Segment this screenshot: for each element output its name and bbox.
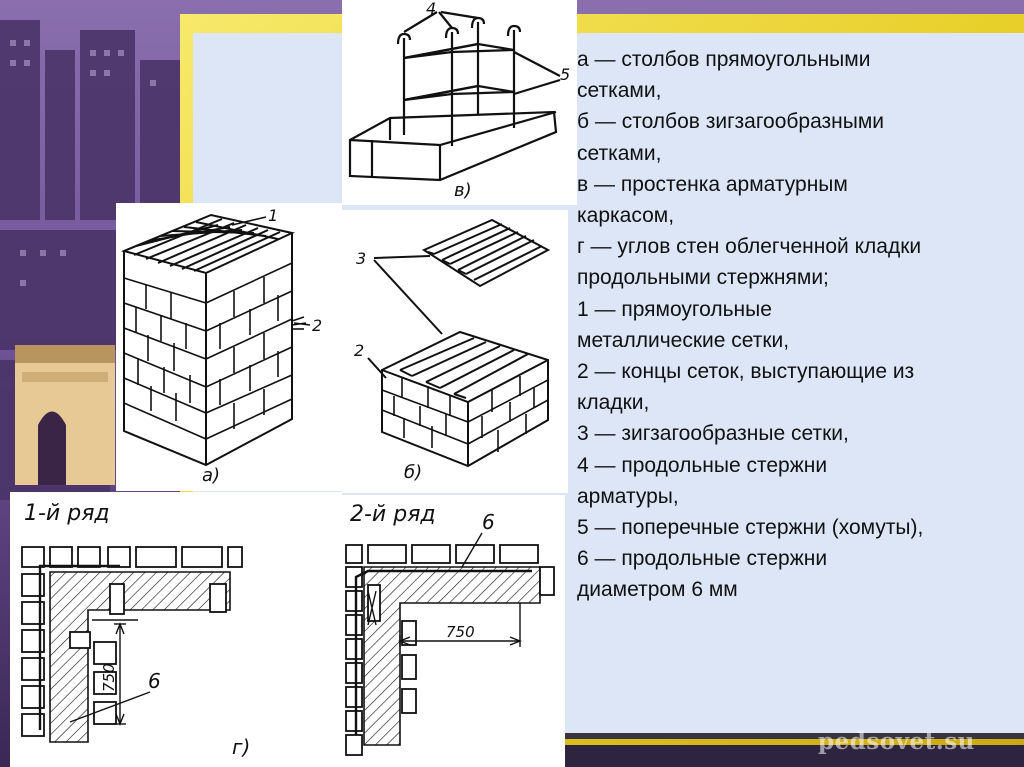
legend-line: г — углов стен облегченной кладки — [577, 235, 922, 259]
figure-g-row2: 2-й ряд 6 750 — [342, 495, 565, 767]
legend-line: в — простенка арматурным — [577, 172, 848, 196]
legend-line: кладки, — [577, 391, 650, 415]
label-2: 2 — [312, 316, 322, 335]
figure-v-cage: 4 5 в) — [342, 0, 577, 205]
legend-line: диаметром 6 мм — [577, 578, 738, 602]
legend-line: 5 — поперечные стержни (хомуты), — [577, 516, 924, 540]
watermark-text: pedsovet.su — [818, 728, 975, 755]
legend-line: 4 — продольные стержни — [577, 453, 828, 477]
legend-line: 1 — прямоугольные — [577, 297, 772, 321]
row1-title: 1-й ряд — [24, 501, 110, 526]
legend-line: а — столбов прямоугольными — [577, 48, 871, 71]
legend-line: арматуры, — [577, 484, 679, 508]
label-2: 2 — [354, 341, 364, 360]
legend-line: каркасом, — [577, 204, 675, 228]
row2-title: 2-й ряд — [350, 502, 436, 527]
arch-silhouette — [15, 345, 115, 485]
figure-g-row1: 1-й ряд 750 6 г) — [10, 492, 342, 767]
caption-b: б) — [404, 462, 422, 483]
figure-b-zigzag-column: 3 2 б) — [342, 210, 568, 493]
legend-line: сетками, — [577, 79, 662, 103]
legend-line: 3 — зигзагообразные сетки, — [577, 422, 849, 446]
legend-line: металлические сетки, — [577, 328, 790, 352]
dimension-750-vertical: 750 — [100, 663, 118, 692]
legend-text: а — столбов прямоугольными сетками, б — … — [577, 44, 1017, 606]
label-6-left: 6 — [148, 669, 161, 693]
label-4: 4 — [426, 0, 436, 18]
figure-a-mesh-column: 1 2 а) — [116, 203, 342, 491]
caption-v: в) — [454, 180, 472, 201]
label-6-right: 6 — [482, 510, 495, 534]
dimension-750-horizontal: 750 — [446, 623, 475, 641]
legend-line: 2 — концы сеток, выступающие из — [577, 360, 915, 384]
legend-line: сетками, — [577, 141, 662, 165]
legend-line: 6 — продольные стержни — [577, 547, 828, 571]
label-1: 1 — [268, 206, 278, 225]
legend-line: продольными стержнями; — [577, 266, 829, 290]
label-5: 5 — [560, 65, 570, 84]
caption-g: г) — [232, 735, 250, 759]
legend-line: б — столбов зигзагообразными — [577, 110, 885, 134]
label-3: 3 — [356, 249, 366, 268]
caption-a: а) — [202, 465, 220, 486]
